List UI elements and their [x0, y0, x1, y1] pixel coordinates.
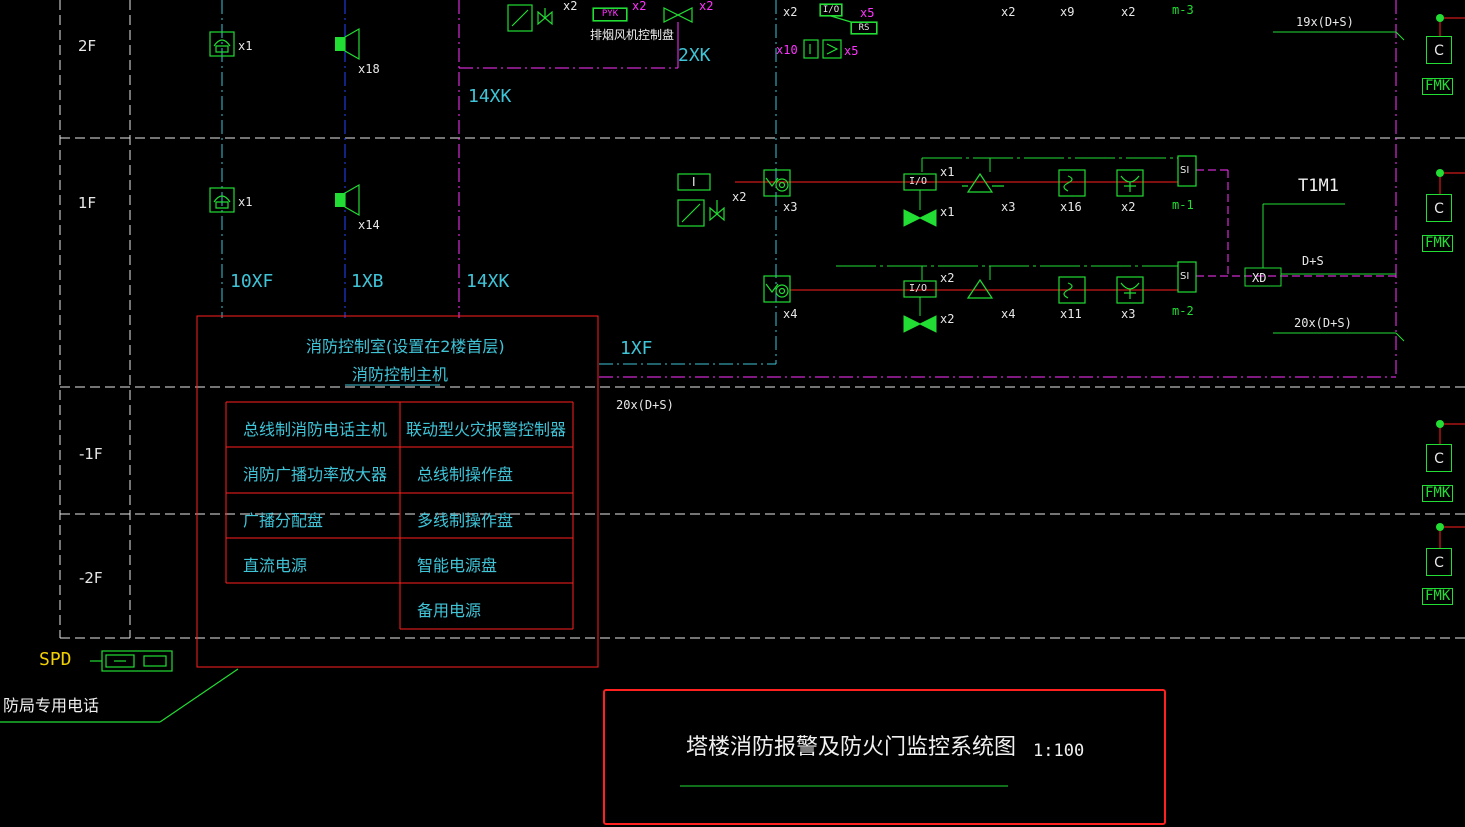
- wire-label-ds: D+S: [1302, 254, 1324, 268]
- riser-lines: [221, 0, 1397, 378]
- top-x2-b: x2: [632, 0, 647, 13]
- speaker-1f-symbol: [335, 183, 360, 217]
- wire-label-10xf: 10XF: [230, 271, 274, 292]
- top-io-box: I/O: [820, 4, 842, 16]
- fan-control-panel-label: 排烟风机控制盘: [590, 28, 675, 42]
- top-x2-f: x2: [1121, 5, 1136, 19]
- door-monitor-fmk-2: FMK: [1422, 485, 1454, 502]
- cr-right-4: 备用电源: [417, 601, 482, 620]
- m1-fan-count: x1: [940, 205, 955, 219]
- floor-grid: [59, 0, 1465, 639]
- label-t1m1: T1M1: [1298, 176, 1339, 196]
- cr-left-1: 消防广播功率放大器: [243, 465, 388, 484]
- top-x5-b: x5: [844, 44, 859, 58]
- xd-label: XD: [1252, 271, 1267, 285]
- spd-symbol: [0, 650, 239, 723]
- control-room-subtitle: 消防控制主机: [352, 365, 449, 384]
- speaker-2f-count: x18: [358, 62, 380, 76]
- floor-label-1f: 1F: [78, 194, 97, 212]
- m2-x11: x11: [1060, 307, 1082, 321]
- cr-left-3: 直流电源: [243, 556, 308, 575]
- m1-x16: x16: [1060, 200, 1082, 214]
- door-monitor-fmk-3: FMK: [1422, 588, 1454, 605]
- door-monitor-c-3: C: [1426, 548, 1452, 576]
- top-row-symbols: [507, 3, 878, 59]
- m1-x2: x2: [1121, 200, 1136, 214]
- m2-loop-label: m-2: [1172, 304, 1194, 318]
- door-monitor-fmk-0: FMK: [1422, 78, 1454, 95]
- wire-label-19ds: 19x(D+S): [1296, 15, 1354, 29]
- m1-detector-count: x3: [783, 200, 798, 214]
- door-monitor-dots: [1436, 14, 1444, 531]
- top-x9: x9: [1060, 5, 1075, 19]
- wire-label-20ds-bottom: 20x(D+S): [616, 398, 674, 412]
- phone-1f-count: x1: [238, 195, 253, 209]
- door-monitor-c-1: C: [1426, 194, 1452, 222]
- loop-m1-green: [921, 157, 1178, 172]
- cr-right-1: 总线制操作盘: [417, 465, 514, 484]
- top-x10: x10: [776, 43, 798, 57]
- wire-label-1xb: 1XB: [351, 271, 384, 292]
- m1-loop-label: m-1: [1172, 198, 1194, 212]
- cr-right-3: 智能电源盘: [417, 556, 498, 575]
- m2-detector-count: x4: [783, 307, 798, 321]
- drawing-scale: 1:100: [1033, 741, 1085, 761]
- top-x2-a: x2: [563, 0, 578, 13]
- cr-right-2: 多线制操作盘: [417, 511, 514, 530]
- top-m3: m-3: [1172, 3, 1194, 17]
- cr-left-2: 广播分配盘: [243, 511, 324, 530]
- floor-label-2f: 2F: [78, 37, 97, 55]
- floor-label-b2: -2F: [79, 569, 103, 587]
- loop-m1-fan: [903, 190, 937, 227]
- top-x5-a: x5: [860, 6, 875, 20]
- m1-io-count: x1: [940, 165, 955, 179]
- loop-m2-symbols: [763, 261, 1197, 304]
- m2-heat-count: x4: [1001, 307, 1016, 321]
- floor-label-b1: -1F: [79, 445, 103, 463]
- door-monitor-c-0: C: [1426, 36, 1452, 64]
- cr-left-0: 总线制消防电话主机: [243, 420, 388, 439]
- fire-dept-phone-label: 防局专用电话: [3, 696, 100, 715]
- ds-leaders: [1273, 31, 1405, 342]
- door-monitor-c-2: C: [1426, 444, 1452, 472]
- m1-si-label: SI: [1180, 165, 1190, 176]
- title-block-frame: [603, 689, 1166, 825]
- cr-right-0: 联动型火灾报警控制器: [406, 420, 567, 439]
- spd-label: SPD: [39, 649, 72, 670]
- speaker-1f-count: x14: [358, 218, 380, 232]
- wire-label-14xk-1f: 14XK: [466, 271, 510, 292]
- t1m1-leader: [1244, 203, 1396, 287]
- loop-m2-green: [836, 265, 1178, 280]
- top-x2-d: x2: [783, 5, 798, 19]
- phone-2f-count: x1: [238, 39, 253, 53]
- wire-label-1xf: 1XF: [620, 338, 653, 359]
- pyk-box: PYK: [593, 8, 627, 21]
- m1-io-label: I/O: [909, 176, 928, 187]
- top-x2-e: x2: [1001, 5, 1016, 19]
- wire-label-20ds-right: 20x(D+S): [1294, 316, 1352, 330]
- loop-m1-symbols: [677, 155, 1197, 227]
- m2-x3: x3: [1121, 307, 1136, 321]
- m1-i-box-label: I: [692, 175, 696, 189]
- m1-valve-count: x2: [732, 190, 747, 204]
- m2-io-label: I/O: [909, 283, 928, 294]
- top-rs-box: RS: [851, 22, 877, 34]
- phone-1f-symbol: [209, 187, 235, 213]
- control-room-title: 消防控制室(设置在2楼首层): [306, 337, 505, 356]
- top-x2-c: x2: [699, 0, 714, 13]
- drawing-title: 塔楼消防报警及防火门监控系统图: [686, 735, 1017, 760]
- m2-fan-count: x2: [940, 312, 955, 326]
- wire-label-2xk: 2XK: [678, 45, 711, 66]
- control-room-frame: [196, 315, 599, 668]
- m2-io-count: x2: [940, 271, 955, 285]
- phone-2f-symbol: [209, 31, 235, 57]
- m1-heat-count: x3: [1001, 200, 1016, 214]
- loop-m2-fan: [903, 297, 937, 333]
- wire-label-14xk-2f: 14XK: [468, 86, 512, 107]
- m2-si-label: SI: [1180, 271, 1190, 282]
- speaker-2f-symbol: [335, 27, 360, 61]
- door-monitor-fmk-1: FMK: [1422, 235, 1454, 252]
